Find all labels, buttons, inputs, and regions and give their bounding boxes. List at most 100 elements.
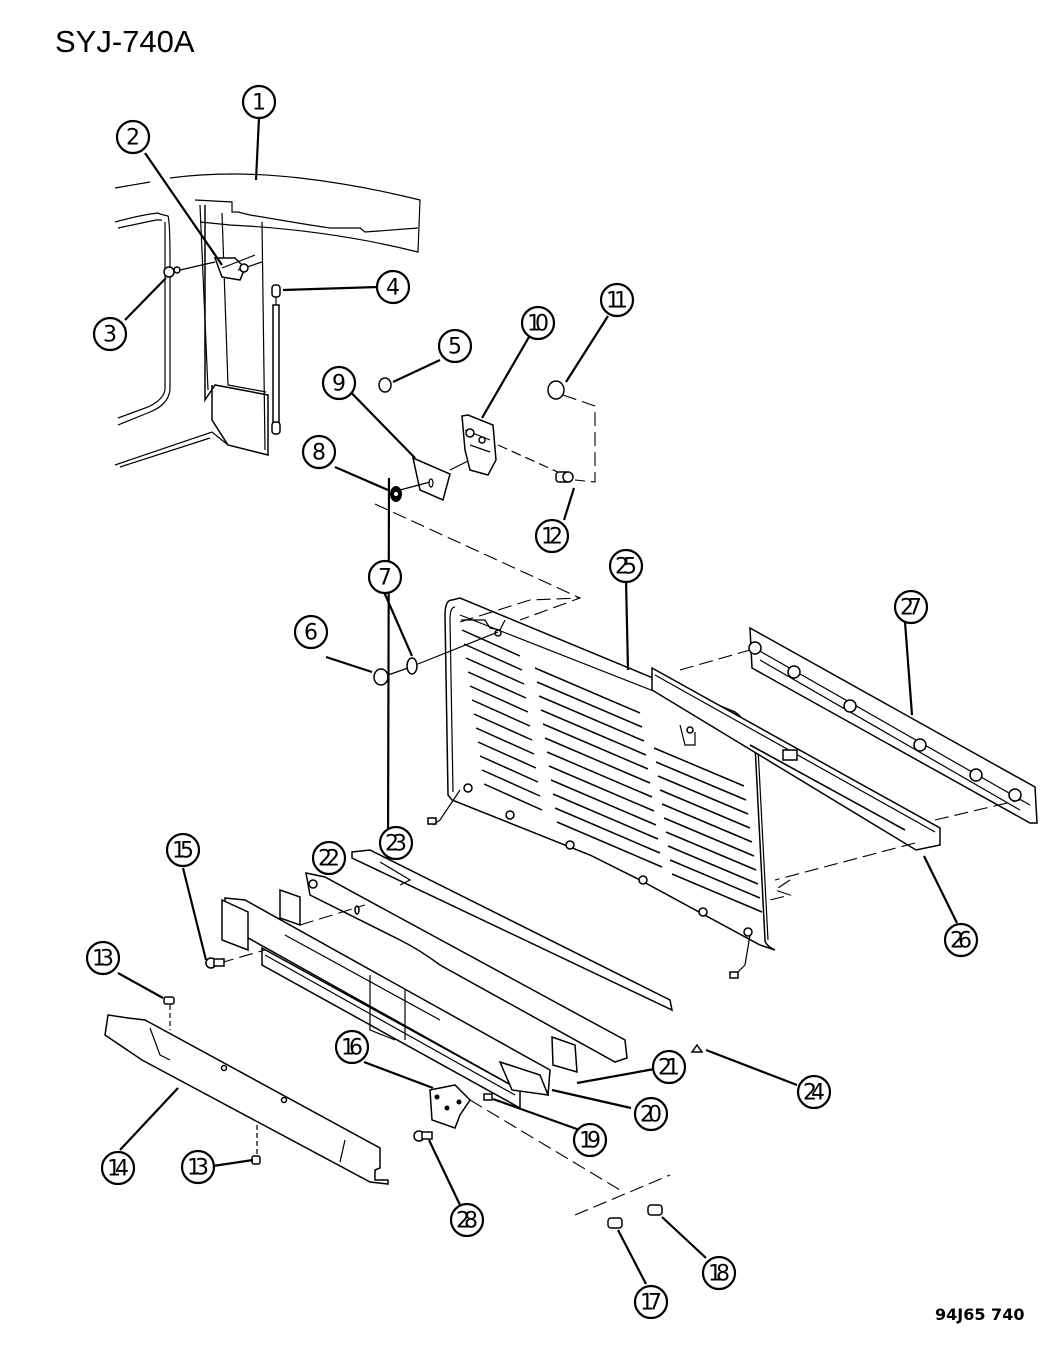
defrost-line [657,775,749,815]
callout-5: 5 [437,328,473,364]
callout-circle [321,365,357,401]
callout-circle [534,518,570,554]
defrost-line [554,807,661,854]
defrost-line [469,685,529,713]
callout-28: 28 [449,1202,485,1238]
callout-16: 16 [334,1029,370,1065]
part-plate-21 [551,1035,578,1074]
callout-circle [180,1149,216,1185]
callout-number: 23 [385,832,407,857]
part-hinge [213,254,263,281]
callout-circle [375,269,411,305]
defrost-line [534,667,641,714]
defrost-line [667,845,759,885]
callout-number: 11 [606,289,628,314]
callout-6: 6 [293,614,329,650]
defrost-line [671,873,763,913]
guide-line-rail [679,649,1021,901]
part-latch-10 [461,414,561,476]
callout-number: 16 [341,1036,363,1061]
defrost-line [546,751,653,798]
defrost-line [463,643,523,671]
part-cap-5 [378,377,392,393]
callout-20: 20 [633,1096,669,1132]
part-rail-27 [748,626,1038,824]
callout-circle [311,840,347,876]
callout-circle [437,328,473,364]
defrost-line [548,765,655,812]
callout-number: 10 [527,312,549,337]
part-panel-22 [305,872,628,1063]
part-bumper-14 [104,996,389,1185]
part-body-opening [114,173,421,468]
callout-circle [893,589,929,625]
part-bolt-28 [413,1130,433,1142]
part-bracket-16 [429,1084,471,1129]
callout-3: 3 [92,316,128,352]
callout-26: 26 [943,922,979,958]
callout-number: 3 [103,323,117,348]
part-gas-strut [271,284,281,435]
defrost-line [536,681,643,728]
part-plate-9 [399,456,471,502]
defrost-line [471,699,531,727]
defrost-line [544,737,651,784]
callout-24: 24 [796,1074,832,1110]
callout-number: 13 [187,1156,209,1181]
callout-circle [367,559,403,595]
defrost-line [540,709,647,756]
callout-7: 7 [367,559,403,595]
part-bolt-12 [555,471,574,483]
callout-12: 12 [534,518,570,554]
callout-8: 8 [301,434,337,470]
defrost-line [655,761,747,801]
callout-13: 13 [85,940,121,976]
callout-number: 5 [448,335,462,360]
defrost-line [481,769,541,797]
callout-27: 27 [893,589,929,625]
guide-line-glass [459,597,581,623]
callout-number: 2 [126,126,140,151]
callout-number: 25 [615,555,637,580]
callout-19: 19 [572,1122,608,1158]
callout-number: 6 [304,621,318,646]
callout-circle [165,832,201,868]
callout-number: 27 [900,596,922,621]
part-washer-8 [390,486,402,502]
defrost-line [653,747,745,787]
callout-number: 28 [456,1209,478,1234]
callout-circle [115,119,151,155]
callout-number: 12 [541,525,563,550]
callout-circle [85,940,121,976]
callout-circle [572,1122,608,1158]
defrost-line [475,727,535,755]
callout-number: 22 [318,847,340,872]
callout-number: 9 [332,372,346,397]
leader-lines [117,117,958,1285]
part-glass-bracket [651,666,941,851]
defrost-line [550,779,657,826]
callout-4: 4 [375,269,411,305]
callout-group: 1234567891011121313141516171819202122232… [85,84,979,1320]
callout-circle [633,1284,669,1320]
callout-circle [334,1029,370,1065]
callout-circle [651,1049,687,1085]
guide-line-bumper [469,1099,671,1216]
callout-circle [608,548,644,584]
callout-2: 2 [115,119,151,155]
defrost-line [538,695,645,742]
callout-number: 4 [386,276,400,301]
defrost-line [552,793,659,840]
part-rear-glass [427,597,776,979]
part-nut-24 [690,1043,704,1053]
callout-number: 14 [107,1157,129,1182]
callout-number: 8 [312,441,326,466]
callout-circle [92,316,128,352]
part-bolt-3 [163,261,216,278]
callout-circle [241,84,277,120]
guide-line-bracket [774,842,916,881]
callout-13: 13 [180,1149,216,1185]
callout-9: 9 [321,365,357,401]
callout-circle [293,614,329,650]
